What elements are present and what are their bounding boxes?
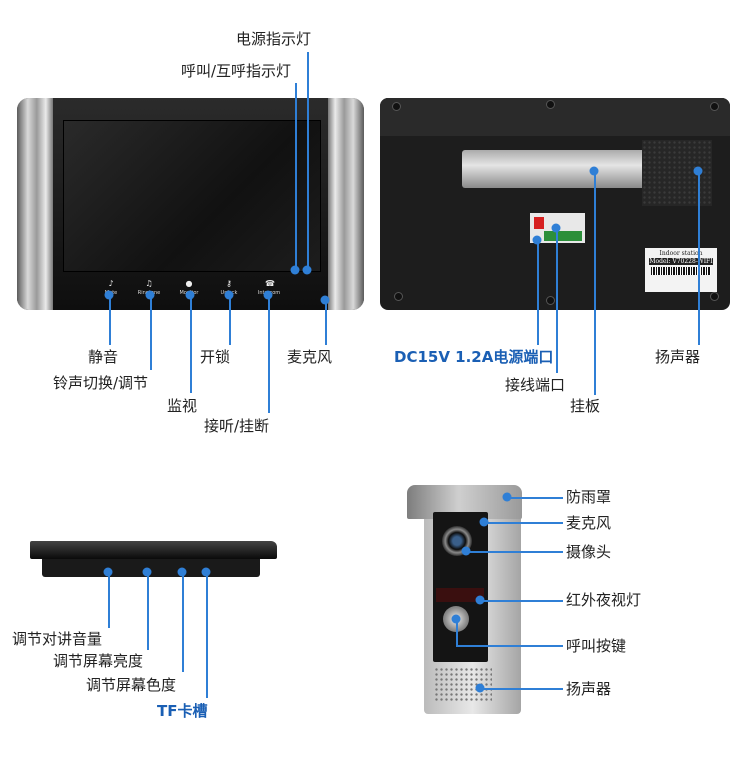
label-camera: 摄像头 — [566, 543, 612, 561]
side-front-panel — [30, 541, 277, 559]
label-speaker-back: 扬声器 — [655, 348, 701, 366]
left-bezel — [17, 98, 53, 310]
leader-answer — [268, 295, 270, 413]
monitor-side-view — [30, 541, 277, 578]
wiring-terminal — [544, 231, 582, 241]
label-call-led: 呼叫/互呼指示灯 — [181, 62, 292, 80]
leader-intercom-volume — [108, 572, 110, 628]
label-mic-front: 麦克风 — [287, 348, 333, 366]
back-top-cover — [380, 98, 730, 136]
label-power-led: 电源指示灯 — [236, 30, 312, 48]
leader-speaker-door — [480, 688, 563, 690]
leader-speaker-back — [698, 171, 700, 345]
leader-ir-light — [480, 600, 563, 602]
monitor-screen — [63, 120, 321, 272]
bell-icon: ♪ — [108, 279, 114, 288]
key-icon: ⚷ — [226, 279, 232, 288]
leader-tf-slot — [206, 572, 208, 698]
sticker-title: Indoor station — [659, 250, 703, 257]
power-terminal — [534, 217, 544, 229]
label-mount-plate: 挂板 — [570, 397, 601, 415]
sticker-model: Model: V70228-WIFI — [649, 258, 713, 265]
label-mute: 静音 — [88, 348, 119, 366]
label-mic-door: 麦克风 — [566, 514, 612, 532]
leader-brightness — [147, 572, 149, 650]
label-dc-port: DC15V 1.2A电源端口 — [394, 348, 554, 366]
right-bezel — [328, 98, 364, 310]
label-intercom-volume: 调节对讲音量 — [12, 630, 103, 648]
screw — [392, 102, 401, 111]
label-answer: 接听/挂断 — [204, 417, 270, 435]
label-unlock: 开锁 — [200, 348, 231, 366]
label-monitor: 监视 — [167, 397, 198, 415]
label-call-button: 呼叫按键 — [566, 637, 627, 655]
leader-wiring-port — [556, 228, 558, 373]
screw — [394, 292, 403, 301]
label-speaker-door: 扬声器 — [566, 680, 612, 698]
dot-call — [290, 265, 300, 275]
product-sticker: Indoor station Model: V70228-WIFI — [645, 248, 717, 292]
label-rain-hood: 防雨罩 — [566, 488, 612, 506]
mounting-plate — [462, 150, 647, 188]
leader-mute — [109, 295, 111, 345]
label-color: 调节屏幕色度 — [86, 676, 177, 694]
leader-call-button-h — [456, 645, 563, 647]
leader-call-button-v — [456, 619, 458, 646]
door-station-panel — [433, 512, 488, 662]
phone-icon: ☎ — [265, 279, 275, 288]
dot-power — [302, 265, 312, 275]
side-back-housing — [42, 559, 260, 577]
leader-rain-hood — [507, 497, 563, 499]
leader-mount-plate — [594, 171, 596, 395]
speaker-grill — [642, 140, 712, 206]
screw — [546, 100, 555, 109]
screw — [710, 102, 719, 111]
label-ringtone: 铃声切换/调节 — [53, 374, 149, 392]
label-tf-slot: TF卡槽 — [157, 702, 208, 720]
ringtone-icon: ♫ — [145, 279, 153, 288]
screw — [546, 296, 555, 305]
leader-power — [307, 52, 309, 270]
label-brightness: 调节屏幕亮度 — [53, 652, 144, 670]
leader-color — [182, 572, 184, 672]
leader-ringtone — [150, 295, 152, 370]
leader-camera — [466, 551, 563, 553]
indoor-monitor-back: Indoor station Model: V70228-WIFI — [380, 98, 730, 310]
indoor-monitor-front: ♪Mute ♫Ringtone ●Monitor ⚷Unlock ☎Interc… — [17, 98, 364, 310]
barcode — [651, 267, 711, 275]
leader-unlock — [229, 295, 231, 345]
leader-dc-port — [537, 240, 539, 345]
leader-mic-front — [325, 300, 327, 345]
screw — [710, 292, 719, 301]
leader-call — [295, 83, 297, 270]
leader-mic-door — [484, 522, 563, 524]
ir-light-window — [436, 588, 484, 602]
label-ir-light: 红外夜视灯 — [566, 591, 642, 609]
person-icon: ● — [185, 279, 193, 288]
label-wiring-port: 接线端口 — [505, 376, 566, 394]
leader-monitor — [190, 295, 192, 393]
